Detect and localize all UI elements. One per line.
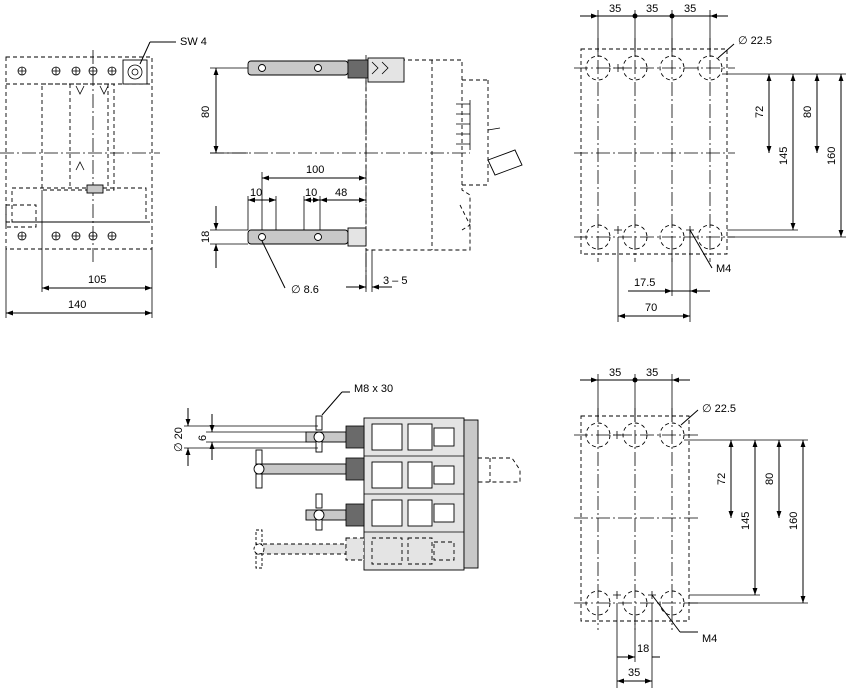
- dim-140-label: 140: [68, 299, 86, 311]
- dim-80-side-label: 80: [200, 106, 212, 118]
- side-terminal-top: [247, 57, 405, 83]
- m4-3pole-leader: [651, 594, 681, 633]
- drill-3pole-pitch-1: 35: [609, 367, 621, 379]
- front-terminal-screws-bottom: [17, 231, 117, 241]
- drill-4pole-pitch-1: 35: [609, 3, 621, 15]
- bolt-arm-3: [305, 493, 365, 531]
- dim-18-3pole-label: 18: [637, 643, 649, 655]
- dim-10b-label: 10: [305, 187, 317, 199]
- front-view-aux-block: [122, 59, 148, 85]
- dim-145-3pole-label: 145: [740, 512, 752, 530]
- bolt-arm-1: [305, 415, 365, 453]
- hole-diameter-label: ∅ 8.6: [291, 284, 319, 296]
- side-view-ribs: [456, 103, 470, 145]
- drill-3pole-m4-holes: [613, 431, 656, 599]
- drill-3pole-holes-top: [585, 422, 685, 448]
- bolt-arm-4-hidden: [253, 529, 365, 569]
- dim-6-label: 6: [197, 435, 209, 441]
- dim-145-4pole-label: 145: [778, 147, 790, 165]
- front-view-trip-indicator: [86, 184, 104, 194]
- dim-105-label: 105: [88, 274, 106, 286]
- dim-72-4pole-label: 72: [754, 106, 766, 118]
- front-handle-marks: [75, 85, 109, 171]
- dim-10a-label: 10: [250, 187, 262, 199]
- drill-pattern-4pole: 35 35 35 ∅ 22.5 72 80 145 160 M4 17.5 70: [574, 3, 846, 322]
- drill-4pole-holes-bottom: [585, 224, 723, 250]
- dim-80-3pole-label: 80: [764, 473, 776, 485]
- front-view-outline: [5, 56, 153, 250]
- dim-d20-label: ∅ 20: [173, 427, 185, 452]
- m4-4pole-leader: [689, 229, 713, 269]
- bolt-view: M8 x 30 ∅ 20 6: [173, 383, 521, 571]
- front-view-handle-window: [41, 83, 115, 191]
- m4-4pole-label: M4: [716, 263, 731, 275]
- sw4-leader: [139, 41, 151, 65]
- dim-80-4pole-label: 80: [802, 106, 814, 118]
- dim-gap-label: 3 – 5: [383, 275, 407, 287]
- dim-35-3pole-label: 35: [628, 667, 640, 679]
- drill-3pole-diameter-leader: [680, 409, 699, 426]
- side-terminal-bottom: [247, 227, 367, 247]
- dim-17-5-label: 17.5: [634, 277, 655, 289]
- bolt-leader: [321, 391, 343, 416]
- drill-4pole-diameter-label: ∅ 22.5: [738, 35, 772, 47]
- dim-160-4pole-label: 160: [826, 147, 838, 165]
- bolt-label: M8 x 30: [354, 383, 393, 395]
- dim-70-label: 70: [645, 302, 657, 314]
- dim-72-3pole-label: 72: [716, 473, 728, 485]
- drill-3pole-holes-bottom: [585, 590, 685, 616]
- drill-4pole-outline: [580, 48, 728, 255]
- hole-leader: [261, 240, 286, 289]
- dim-100-label: 100: [306, 164, 324, 176]
- drill-4pole-diameter-leader: [717, 43, 735, 59]
- bolt-arm-2: [253, 449, 365, 489]
- drill-4pole-pitch-3: 35: [684, 3, 696, 15]
- side-view: 80 100 10 10 48 18 ∅ 8.6 3 – 5: [200, 55, 523, 296]
- dim-48-label: 48: [335, 187, 347, 199]
- drill-pattern-3pole: 35 35 ∅ 22.5 72 80 145 160 M4 18 35: [574, 367, 808, 688]
- drill-3pole-pitch-2: 35: [646, 367, 658, 379]
- front-view: SW 4 105 140: [0, 36, 207, 318]
- sw4-label: SW 4: [180, 36, 207, 48]
- drill-4pole-m4-holes: [614, 64, 694, 234]
- drill-4pole-pitch-2: 35: [646, 3, 658, 15]
- dim-18-side-label: 18: [200, 231, 212, 243]
- dim-160-3pole-label: 160: [788, 512, 800, 530]
- bolt-view-modules: [371, 423, 455, 565]
- m4-3pole-label: M4: [702, 633, 717, 645]
- drill-3pole-diameter-label: ∅ 22.5: [702, 403, 736, 415]
- side-view-body: [365, 59, 471, 251]
- side-view-handle: [487, 149, 523, 176]
- front-terminal-screws-top: [17, 66, 117, 76]
